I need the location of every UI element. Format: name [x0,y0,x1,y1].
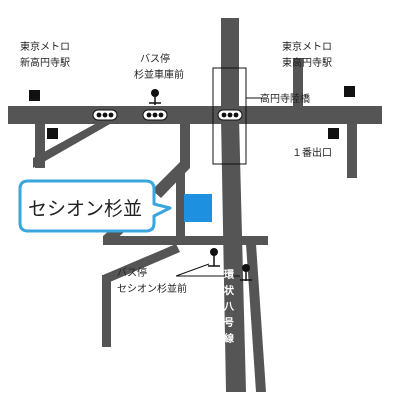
right-street-top [293,58,303,108]
bus-stop-top-label-line1: バス停 [140,52,170,65]
metro-left-label-line2: 新高円寺駅 [20,56,70,69]
right-street-bottom [347,120,357,178]
bus-stop-bottom-label-line1: バス停 [117,266,147,279]
cross-street [103,236,268,245]
bus-stop-top-label-line2: 杉並車庫前 [134,68,184,81]
destination-label: セシオン杉並 [28,198,142,220]
station-marker-right-bottom [328,128,339,139]
right-lower-street [246,244,266,392]
bus-stop-pin-icon [208,248,220,267]
bus-stop-bottom-label-line2: セシオン杉並前 [117,282,187,295]
ring-road-lower [221,118,246,392]
metro-right-label-line2: 東高円寺駅 [282,56,332,69]
ring-road-char: 環 [224,269,235,281]
left-diagonal-street [33,124,110,168]
metro-right-label-line1: 東京メトロ [282,40,332,53]
station-marker-left-bottom [47,128,58,139]
overpass-label: 高円寺陸橋 [260,92,310,105]
lower-left-street [102,275,111,347]
ring-road-char: 八 [223,301,235,313]
exit-label: １番出口 [292,146,332,159]
station-marker-right-top [344,86,355,97]
traffic-signal-icon [142,109,168,121]
middle-diagonal-street [152,124,190,198]
main-avenue [8,106,382,124]
station-marker-left-top [29,90,40,101]
ring-road-char: 線 [224,332,234,345]
metro-left-label-line1: 東京メトロ [20,40,70,53]
lower-diagonal-street [103,244,180,282]
ring-road-char: 号 [224,317,234,329]
bus-stop-pin-icon [240,264,252,281]
ring-road-char: 状 [224,284,235,297]
traffic-signal-icon [92,109,118,121]
traffic-signal-icon [217,109,243,121]
bus-stop-leader [175,263,210,277]
destination-callout [18,179,172,233]
bus-stop-pin-icon [149,89,161,105]
destination-marker [184,194,212,222]
overpass-outline [212,67,247,165]
upper-left-spur [176,168,185,238]
left-street-to-station [35,124,45,168]
ring-road-label: 環 状 八 号 線 [223,269,235,345]
